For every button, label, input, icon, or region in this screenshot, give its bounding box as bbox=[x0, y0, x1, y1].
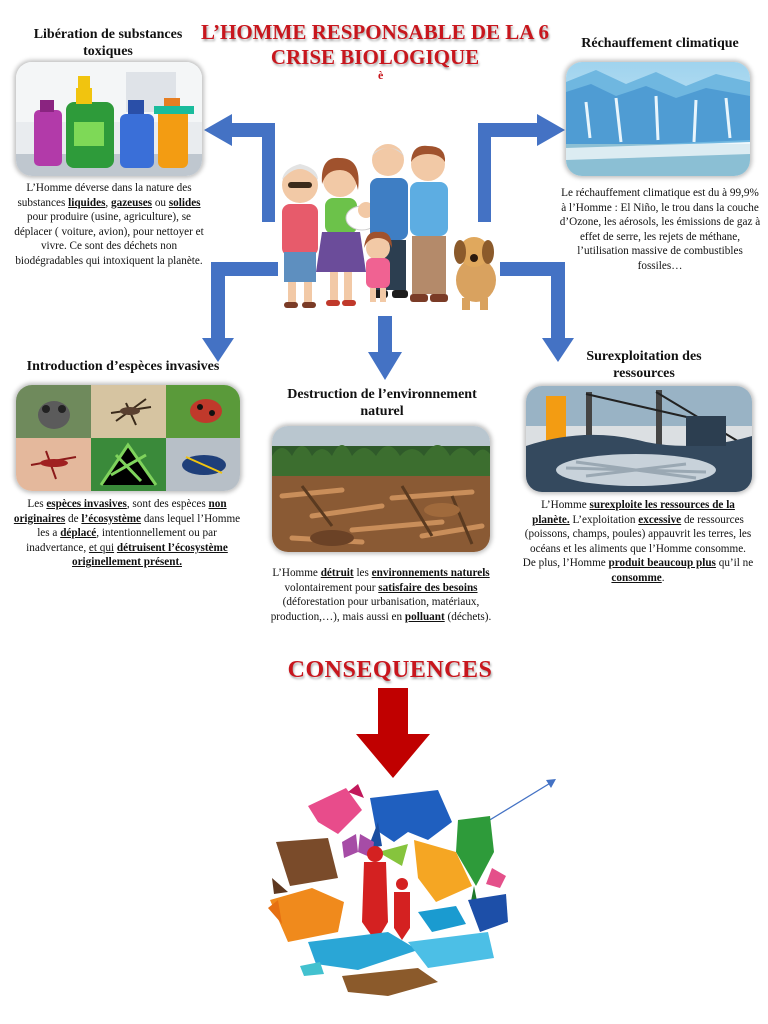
arrow-to-destruction bbox=[368, 316, 402, 380]
arrow-to-invasive bbox=[202, 262, 278, 362]
photo-destruction bbox=[272, 426, 490, 552]
photo-climate bbox=[566, 62, 750, 176]
invasive-species-collage-icon bbox=[16, 385, 240, 491]
origami-animals-biodiversity-circle-icon bbox=[268, 784, 508, 996]
text-invasive: Les espèces invasives, sont des espèces … bbox=[13, 498, 241, 569]
heading-invasive: Introduction d’espèces invasives bbox=[26, 359, 220, 374]
photo-toxic bbox=[16, 62, 202, 176]
glacier-photo-icon bbox=[566, 62, 750, 176]
arrow-to-overexploit bbox=[500, 262, 574, 362]
text-toxic: L’Homme déverse dans la nature des subst… bbox=[14, 182, 204, 267]
title-mark: è bbox=[378, 68, 384, 82]
cleaning-products-photo-icon bbox=[16, 62, 202, 176]
heading-climate: Réchauffement climatique bbox=[581, 36, 739, 51]
text-climate: Le réchauffement climatique est du à 99,… bbox=[559, 187, 761, 272]
arrow-to-toxic bbox=[204, 114, 275, 222]
page-title: L’HOMME RESPONSABLE DE LA 6 CRISE BIOLOG… bbox=[200, 20, 550, 69]
consequences-heading: CONSEQUENCES bbox=[287, 657, 493, 683]
text-overexploit: L’Homme surexploite les ressources de la… bbox=[522, 499, 754, 584]
photo-overexploit bbox=[526, 386, 752, 492]
family-illustration-icon bbox=[282, 144, 496, 310]
heading-toxic: Libération de substances toxiques bbox=[33, 27, 183, 59]
deforestation-photo-icon bbox=[272, 426, 490, 552]
red-down-arrow bbox=[356, 688, 430, 778]
thin-arrow-head bbox=[546, 779, 556, 788]
text-destruction: L’Homme détruit les environnements natur… bbox=[270, 567, 492, 623]
arrow-to-climate bbox=[478, 114, 565, 222]
fishing-net-photo-icon bbox=[526, 386, 752, 492]
heading-destruction: Destruction de l’environnement naturel bbox=[287, 387, 477, 419]
photo-invasive bbox=[16, 385, 240, 491]
heading-overexploit: Surexploitation des ressources bbox=[586, 349, 702, 381]
